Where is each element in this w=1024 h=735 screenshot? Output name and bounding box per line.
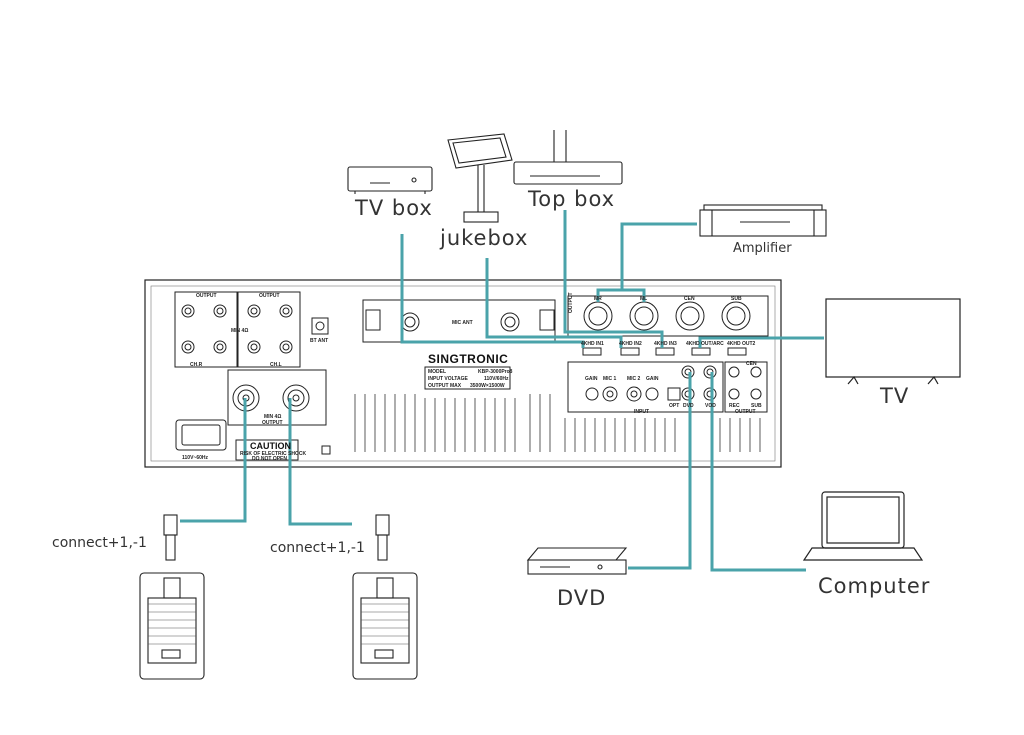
xlr-sub-label: SUB [731,296,742,302]
rec-label: REC [729,403,740,409]
rear-panel [144,279,782,468]
rca-output-label: OUTPUT [735,409,756,415]
tv-label: TV [880,384,910,408]
hdmi-out-arc-label: 4KHD OUT/ARC [686,341,724,347]
hdmi-out2-label: 4KHD OUT2 [727,341,756,347]
hdmi-in2-label: 4KHD IN2 [619,341,642,347]
output-left-label: OUTPUT [196,293,217,299]
dvd-player-icon [526,547,628,575]
mic2-label: MIC 2 [627,376,641,382]
ch-l-label: CH.L [270,362,282,368]
computer-label: Computer [818,574,931,598]
xlr-cen-label: CEN [684,296,695,302]
cables [180,210,824,572]
caution-label: CAUTION [250,441,291,451]
model-value: KBP-3000Pro8 [478,369,513,375]
tv-icon [825,298,961,385]
output-max-label: OUTPUT MAX [428,383,462,389]
speaker-right-icon [352,514,418,680]
caution-sub2: DO NOT OPEN [252,456,288,462]
dvd-jack-label: DVD [683,403,694,409]
dvd-label: DVD [557,586,607,610]
cable-jukebox [485,258,623,348]
mic1-label: MIC 1 [603,376,617,382]
vod-jack-label: VOD [705,403,716,409]
connect-right-label: connect+1,-1 [270,540,365,556]
model-label: MODEL [428,369,447,375]
amplifier-label: Amplifier [733,241,792,256]
cable-speaker-right [288,398,352,526]
cable-speaker-left [180,398,247,523]
tv-box-label: TV box [355,196,433,220]
xlr-mr-label: MR [594,296,602,302]
jukebox-label: jukebox [440,226,529,250]
cable-dvd [628,372,692,570]
cable-amplifier-2 [622,288,646,302]
tv-box-icon [347,166,433,194]
top-box-icon [513,130,623,185]
cable-tv-box [400,234,585,348]
ch-r-label: CH.R [190,362,203,368]
cable-amplifier [596,222,697,302]
cable-top-box [563,210,664,348]
jukebox-icon [447,133,513,223]
computer-icon [802,491,924,561]
hdmi-in3-label: 4KHD IN3 [654,341,677,347]
brand-logo: SINGTRONIC [428,352,509,366]
hdmi-in1-label: 4KHD IN1 [581,341,604,347]
bt-ant-label: BT ANT [310,338,329,344]
mic-ant-label: MIC ANT [452,320,473,326]
caution-sub1: RISK OF ELECTRIC SHOCK [240,451,307,457]
input-tag: INPUT [634,409,649,415]
vent-grille [354,394,761,452]
xlr-ml-label: ML [640,296,648,302]
min-4ohm-label: MIN 4Ω [231,328,249,334]
cen-rca-label: CEN [746,361,757,367]
input-voltage-value: 110V/60Hz [484,376,509,382]
sub-rca-label: SUB [751,403,762,409]
output-right-label: OUTPUT [259,293,280,299]
cable-computer [710,372,806,572]
input-voltage-label: INPUT VOLTAGE [428,376,468,382]
opt-label: OPT [669,403,680,409]
cable-tv [698,336,824,348]
connect-left-label: connect+1,-1 [52,535,147,551]
speakon-caption: MIN 4Ω [264,414,282,420]
gain1-label: GAIN [585,376,598,382]
top-box-label: Top box [528,187,616,211]
speakon-output-label: OUTPUT [262,420,283,426]
gain2-label: GAIN [646,376,659,382]
output-max-value: 3500W×1500W [470,383,505,389]
amplifier-icon [699,204,827,237]
speaker-left-icon [139,514,205,680]
power-spec-label: 110V~60Hz [182,455,208,461]
xlr-output-label: OUTPUT [568,292,574,313]
